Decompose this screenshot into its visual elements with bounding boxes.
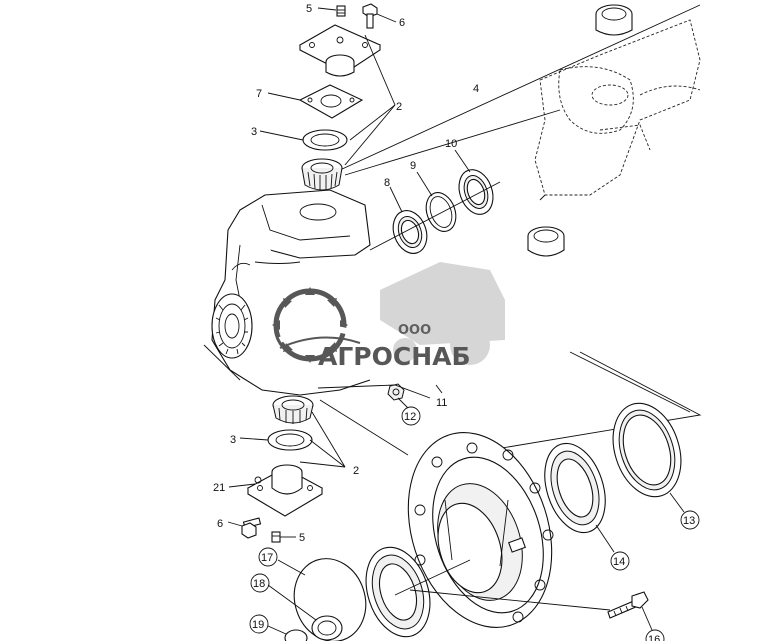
lower-bearing-cone: [272, 395, 314, 424]
callouts: 5 6 7 2 3 4 10 9 8 11 12 3 2: [213, 3, 700, 641]
callout-5-lower: 5: [299, 532, 305, 544]
spacer-ring: [311, 615, 343, 641]
callout-6-upper: 6: [399, 17, 405, 29]
callout-18: 18: [253, 578, 265, 590]
callout-17: 17: [261, 552, 273, 564]
callout-5-upper: 5: [306, 3, 312, 15]
shim-plate: [298, 84, 364, 119]
callout-2-upper: 2: [396, 101, 402, 113]
callout-7: 7: [256, 88, 262, 100]
dust-shield: [293, 558, 367, 641]
hub-seal: [612, 402, 682, 498]
watermark-brand: АГРОСНАБ: [318, 342, 471, 371]
callout-6-lower: 6: [217, 518, 223, 530]
upper-kingpin-cap: [298, 24, 382, 77]
knuckle-flange: [203, 293, 253, 381]
callout-12: 12: [404, 411, 416, 423]
callout-10: 10: [445, 138, 457, 150]
callout-16: 16: [648, 634, 660, 641]
snap-ring: [425, 192, 457, 232]
outer-seal: [458, 169, 494, 215]
outer-bearing: [544, 442, 606, 534]
gear-logo-icon: [272, 287, 362, 363]
callout-19: 19: [252, 619, 264, 631]
harvester-silhouette-icon: [380, 262, 505, 365]
callout-14: 14: [613, 556, 625, 568]
watermark-prefix: ООО: [398, 323, 431, 338]
lower-cap-bolt: [241, 517, 262, 539]
callout-13: 13: [683, 515, 695, 527]
upper-bearing-cone: [301, 158, 343, 191]
cap-bolt: [362, 3, 378, 29]
agrosnab-watermark: ООО АГРОСНАБ: [272, 262, 505, 371]
lower-kingpin-cap: [246, 464, 324, 517]
wheel-hub: [407, 432, 554, 628]
callout-2-lower: 2: [353, 465, 359, 477]
callout-9: 9: [410, 160, 416, 172]
wheel-stud: [607, 591, 649, 619]
callout-3-upper: 3: [251, 126, 257, 138]
inner-bearing: [365, 546, 431, 638]
upper-bushing: [595, 4, 633, 36]
upper-seal-ring: [302, 129, 348, 151]
axle-housing: [534, 19, 701, 201]
callout-21: 21: [213, 482, 225, 494]
callout-8: 8: [384, 177, 390, 189]
lower-bushing: [527, 226, 565, 257]
lower-seal-ring: [267, 429, 313, 451]
callout-4: 4: [473, 83, 479, 95]
o-ring: [284, 629, 308, 641]
drain-plug: [387, 383, 405, 401]
callout-3-lower: 3: [230, 434, 236, 446]
callout-11: 11: [436, 397, 447, 409]
inner-seal: [392, 210, 428, 254]
grease-nipple: [336, 5, 346, 17]
lower-grease-nipple: [271, 531, 281, 543]
